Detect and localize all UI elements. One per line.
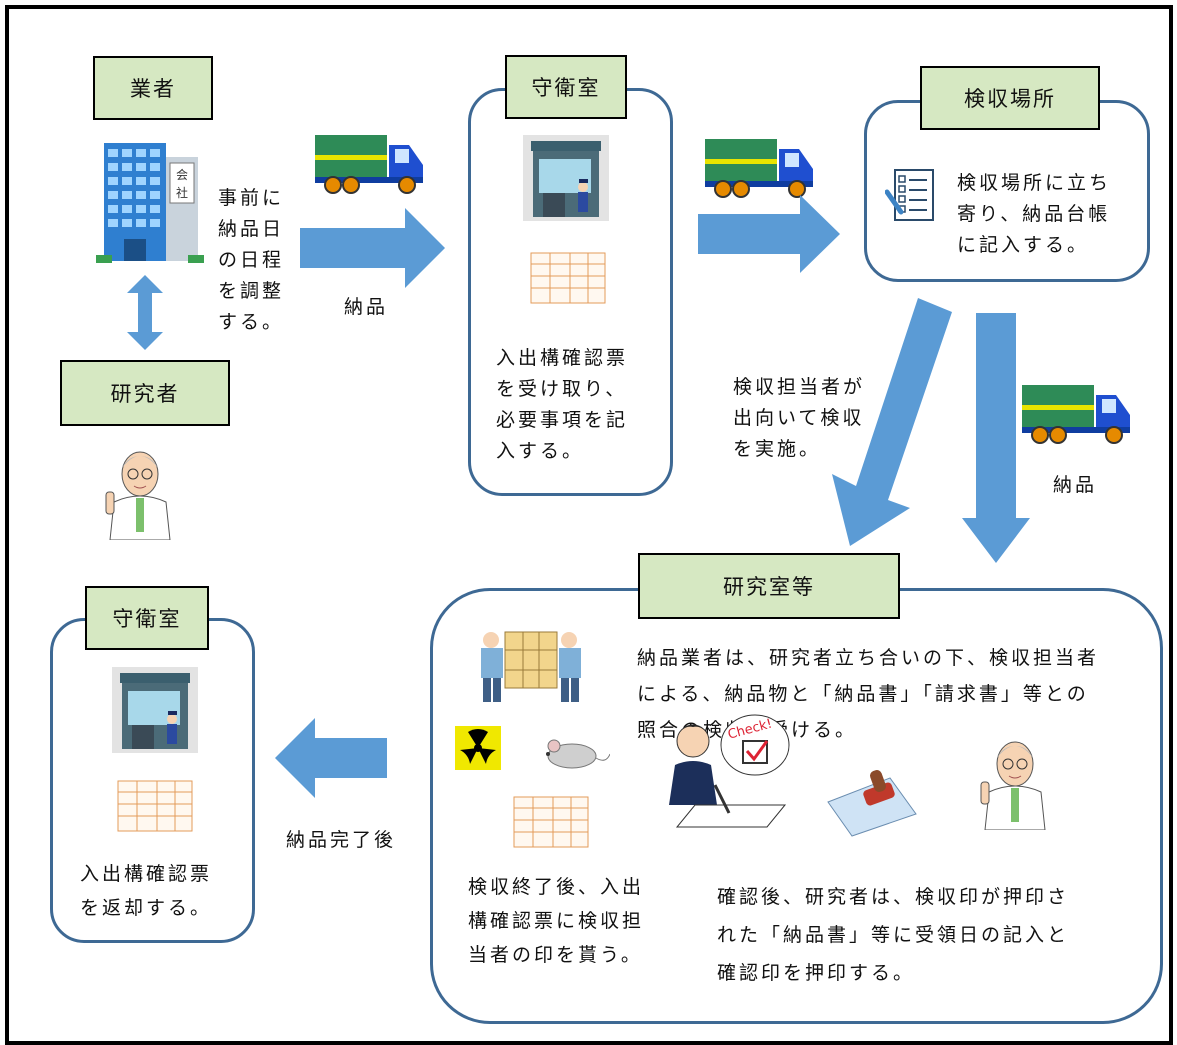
vendor-researcher-double-arrow <box>125 275 165 350</box>
inspector-visit-arrow <box>810 290 990 550</box>
delivery-truck-icon <box>703 137 815 199</box>
lab-confirm-text: 確認後、研究者は、検収印が押印さ れた「納品書」等に受領日の記入と 確認印を押印… <box>717 886 1070 984</box>
svg-text:会: 会 <box>176 168 188 182</box>
lab-label: 研究室等 <box>638 553 900 619</box>
return-form-text: 入出構確認票 を返却する。 <box>80 863 213 919</box>
mouse-icon <box>540 736 610 770</box>
inspection-note-text: 検収場所に立ち 寄り、納品台帳 に記入する。 <box>957 172 1112 256</box>
delivery-label-1: 納品 <box>344 296 389 318</box>
inspection-form-icon <box>513 796 589 848</box>
guard-booth-icon <box>523 135 609 221</box>
return-form-icon <box>117 780 193 832</box>
movers-icon <box>475 626 585 706</box>
researcher-icon <box>100 440 180 540</box>
entry-form-icon <box>530 252 606 304</box>
delivery-arrow-3 <box>962 313 1030 563</box>
delivery-label-2: 納品 <box>1053 474 1098 496</box>
delivery-arrow-1 <box>300 208 445 288</box>
radiation-icon <box>455 726 501 770</box>
inspector-check-icon: Check! <box>655 705 790 835</box>
return-arrow <box>275 718 387 798</box>
after-delivery-text: 納品完了後 <box>286 829 397 851</box>
researcher-icon <box>975 730 1055 830</box>
guard-form-text: 入出構確認票 を受け取り、 必要事項を記 入する。 <box>496 347 629 462</box>
delivery-truck-icon <box>313 133 425 195</box>
vendor-label: 業者 <box>93 56 213 120</box>
lab-main-text: 納品業者は、研究者立ち合いの下、検収担当者 による、納品物と「納品書」「請求書」… <box>637 647 1100 741</box>
vendor-adjust-text: 事前に 納品日 の日程 を調整 する。 <box>218 187 285 333</box>
stamp-icon <box>820 768 920 838</box>
company-building-icon: 会 社 <box>96 135 206 265</box>
delivery-arrow-2 <box>698 195 840 273</box>
guard-room-label: 守衛室 <box>505 55 627 119</box>
inspection-place-label: 検収場所 <box>920 66 1100 130</box>
delivery-truck-icon <box>1020 383 1132 445</box>
guard-room-return-label: 守衛室 <box>85 586 209 650</box>
lab-stamp-text: 検収終了後、入出 構確認票に検収担 当者の印を貰う。 <box>468 876 645 966</box>
checklist-icon <box>885 168 937 224</box>
inspector-visit-text: 検収担当者が 出向いて検収 を実施。 <box>733 376 866 460</box>
svg-text:社: 社 <box>176 185 188 200</box>
guard-booth-icon <box>112 667 198 753</box>
researcher-label: 研究者 <box>60 360 230 426</box>
